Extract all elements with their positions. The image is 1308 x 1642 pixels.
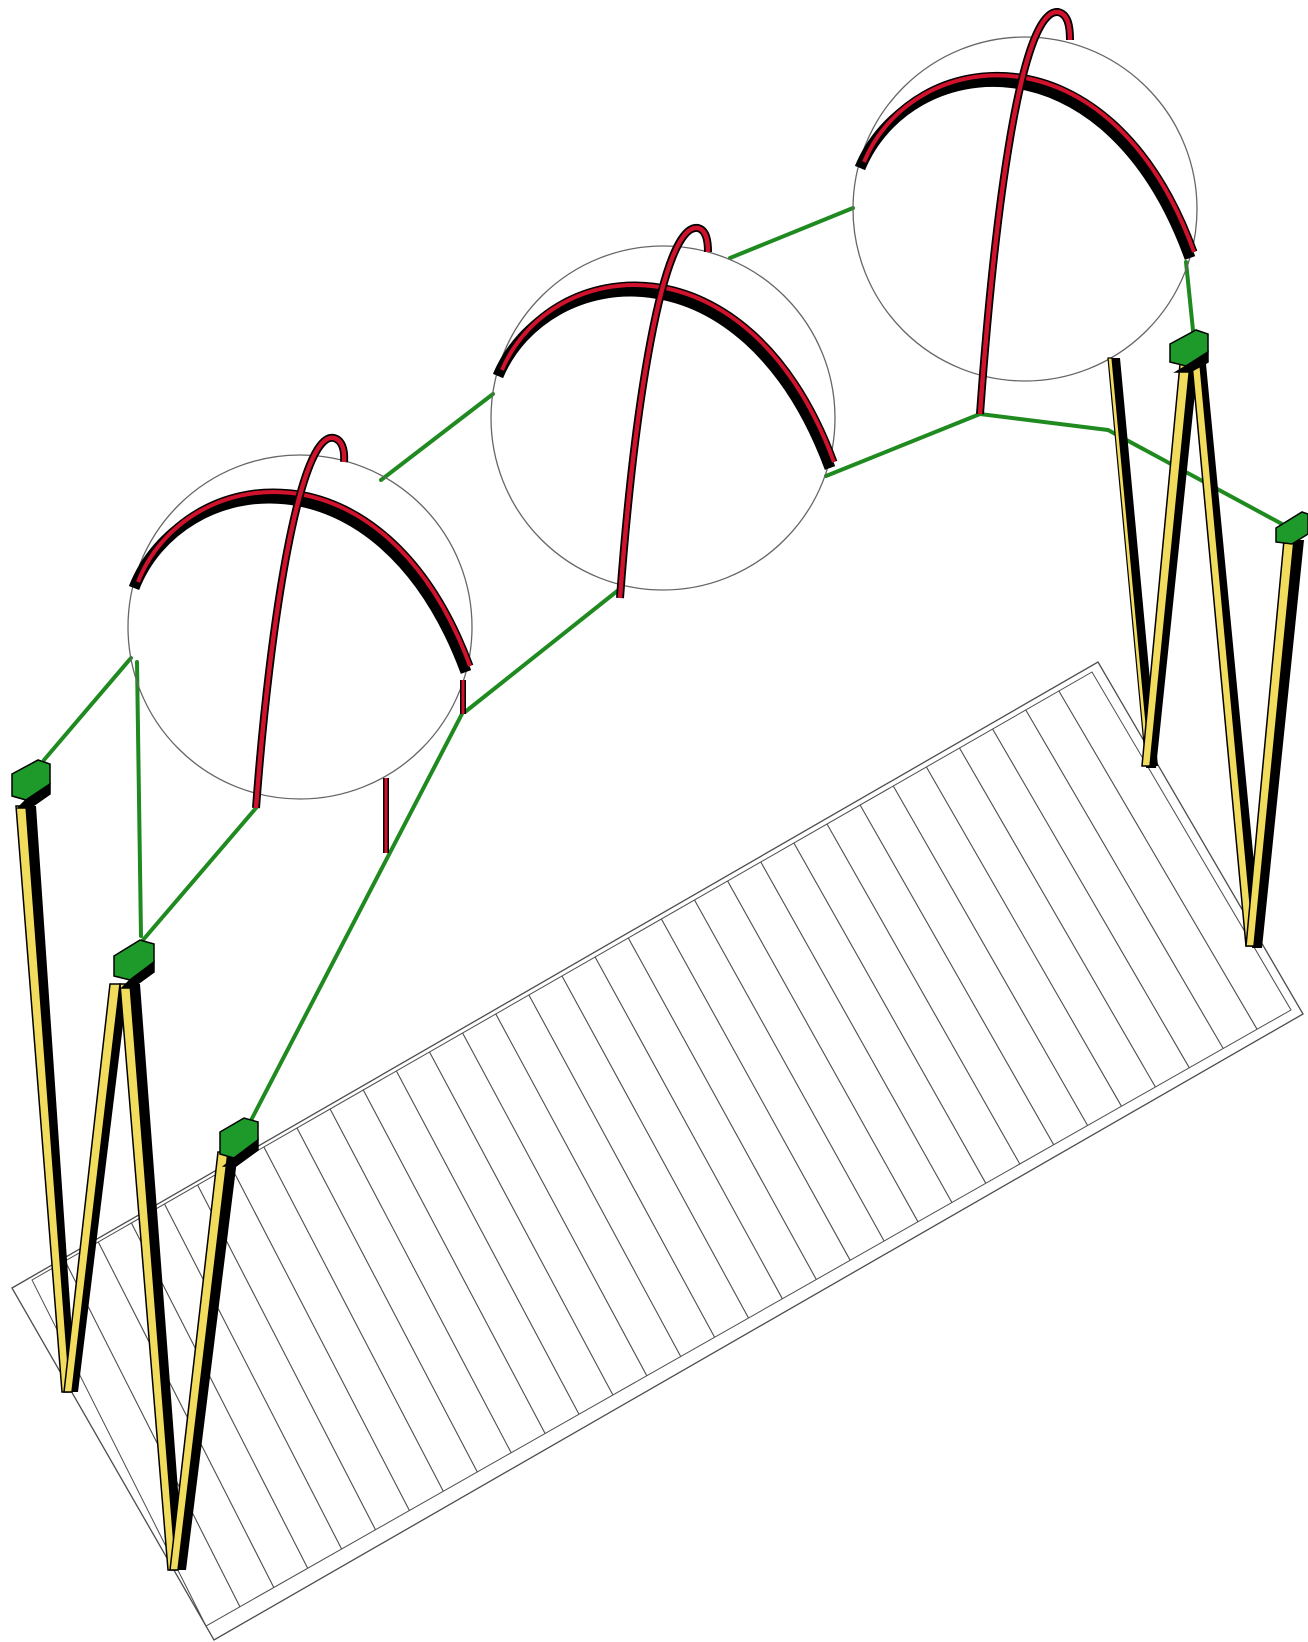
- dome-arch-vertical-fill: [253, 435, 347, 809]
- connector-block: [1169, 329, 1209, 373]
- platform-stripe: [561, 975, 749, 1319]
- platform-stripe: [362, 1089, 546, 1434]
- dome-arch-vertical-fill: [977, 9, 1073, 415]
- support-leg: [63, 983, 121, 1393]
- platform-stripe: [1025, 709, 1224, 1049]
- base-platform: [11, 661, 1304, 1641]
- platform-stripe: [462, 1032, 648, 1377]
- platform-stripe: [892, 785, 1089, 1126]
- support-leg: [1245, 539, 1295, 947]
- platform-stripe: [660, 918, 851, 1261]
- cable: [728, 206, 855, 260]
- platform-stripe: [528, 994, 716, 1338]
- dome-left: [127, 433, 474, 853]
- dome-outline: [127, 454, 473, 800]
- platform-stripe: [859, 804, 1055, 1146]
- connector-block: [113, 939, 155, 989]
- platform-stripe: [429, 1051, 614, 1396]
- dome-arch-horizontal-fill: [136, 490, 472, 667]
- platform-stripe: [230, 1165, 410, 1511]
- cable: [135, 660, 143, 938]
- dome-arch-shadow: [492, 285, 836, 470]
- platform-inner-edge: [31, 671, 1292, 1627]
- platform-stripe: [594, 956, 783, 1300]
- support-leg: [1141, 363, 1191, 767]
- dome-arch-horizontal-fill: [862, 73, 1196, 253]
- platform-stripe: [627, 937, 817, 1280]
- cable: [1106, 428, 1284, 526]
- connector-block: [1275, 511, 1308, 545]
- dome-arch-vertical-fill: [617, 225, 711, 599]
- platform-stripe: [925, 766, 1122, 1107]
- connector-block: [11, 759, 51, 809]
- platform-stripe: [97, 1241, 275, 1588]
- platform-stripe: [826, 823, 1021, 1165]
- cable: [463, 586, 623, 714]
- connectors: [11, 329, 1308, 1167]
- platform-stripe: [164, 1203, 343, 1550]
- cable: [978, 412, 1110, 432]
- platform-stripe: [495, 1013, 682, 1357]
- cable: [42, 656, 133, 762]
- platform-stripe: [793, 842, 987, 1184]
- dome-arch-horizontal-fill: [500, 283, 836, 463]
- support-leg-shadow: [26, 806, 76, 1392]
- cable: [244, 708, 466, 1132]
- platform-stripe: [992, 728, 1190, 1069]
- platform-stripe: [296, 1127, 478, 1473]
- platform-stripe: [395, 1070, 580, 1415]
- cable: [1184, 260, 1196, 342]
- cable: [824, 412, 982, 478]
- platform-stripe: [760, 861, 953, 1203]
- support-left: [15, 805, 238, 1571]
- platform-stripe: [263, 1146, 444, 1492]
- dome-middle: [490, 223, 838, 599]
- cable: [141, 806, 258, 942]
- dome-right: [852, 8, 1198, 415]
- platform-stripe: [727, 880, 919, 1223]
- connector-block: [219, 1117, 259, 1167]
- platform-stripe: [329, 1108, 512, 1454]
- platform-stripe: [1058, 690, 1258, 1030]
- platform-stripe: [959, 747, 1156, 1088]
- support-leg-shadow: [176, 1152, 238, 1570]
- platform-stripe: [197, 1184, 376, 1531]
- platform-stripe: [64, 1260, 241, 1608]
- dome-outline: [490, 245, 836, 591]
- support-leg-shadow: [1252, 540, 1304, 948]
- platform-stripe: [694, 899, 885, 1242]
- support-right: [1107, 357, 1304, 948]
- dome-outline: [852, 36, 1198, 382]
- cable: [379, 392, 495, 482]
- cable-network: [42, 206, 1284, 1132]
